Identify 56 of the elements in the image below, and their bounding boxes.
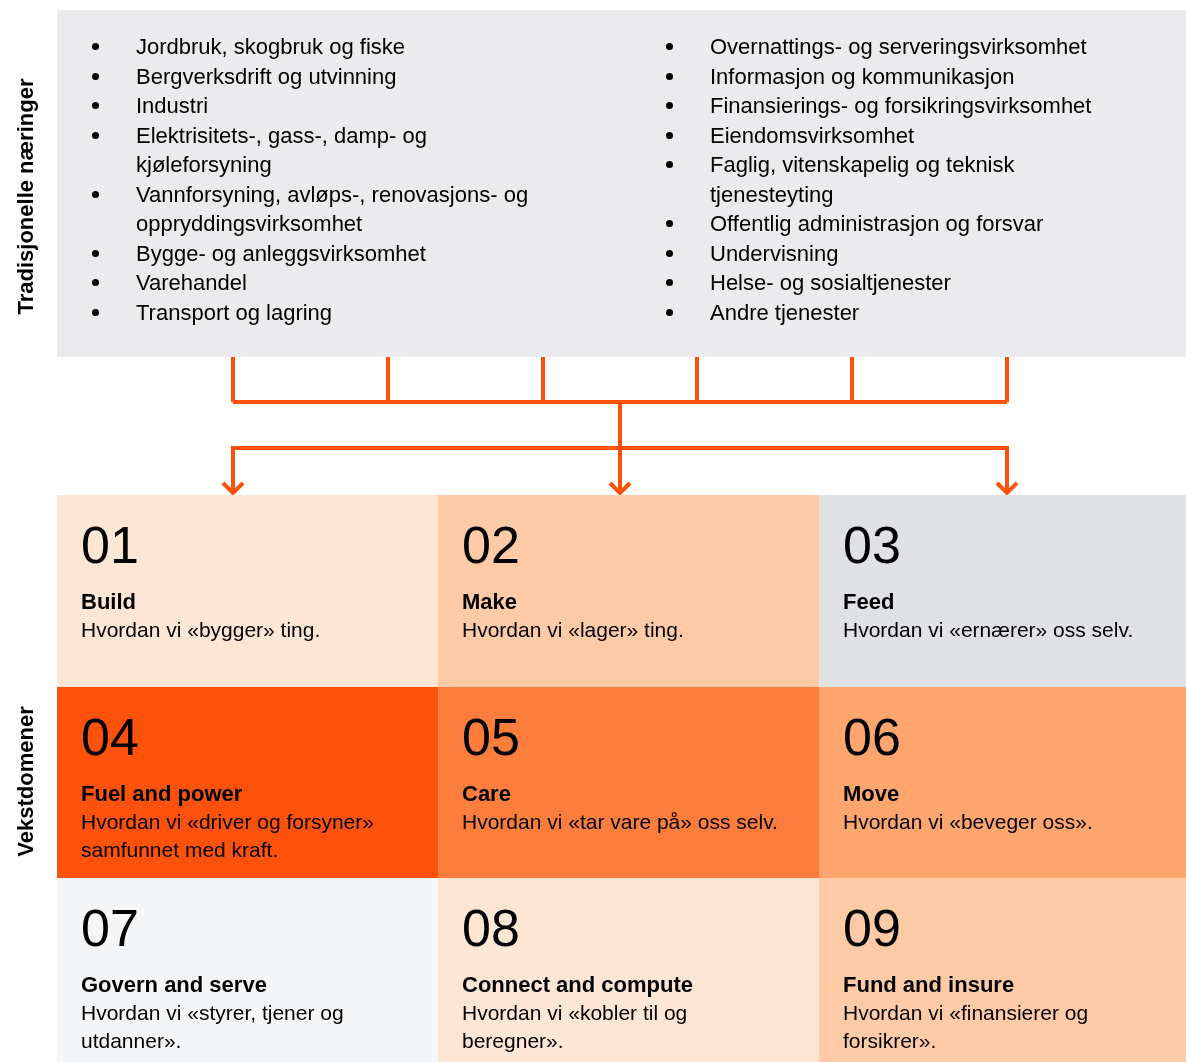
list-item: Transport og lagring xyxy=(136,298,334,327)
tile-description: Hvordan vi «finansierer og forsikrer». xyxy=(843,1000,1090,1054)
list-item: Industri xyxy=(136,92,210,120)
tile-title: Connect and compute xyxy=(462,971,694,999)
tile-description: Hvordan vi «ernærer» oss selv. xyxy=(843,617,1135,643)
side-heading: Tradisjonelle næringer xyxy=(11,77,39,317)
tile-number: 03 xyxy=(843,517,902,573)
tile-description: Hvordan vi «bygger» ting. xyxy=(81,617,322,643)
domain-tile xyxy=(438,687,819,878)
connector-comb xyxy=(231,355,1009,404)
domain-tile xyxy=(57,687,438,878)
tile-number: 01 xyxy=(81,517,140,573)
tile-description: Hvordan vi «tar vare på» oss selv. xyxy=(462,809,779,835)
list-item: Offentlig administrasjon og forsvar xyxy=(710,210,1045,238)
tile-number: 06 xyxy=(843,709,902,765)
list-item: Bygge- og anleggsvirksomhet xyxy=(136,239,427,268)
tile-title: Feed xyxy=(843,588,896,616)
domain-tile xyxy=(57,495,438,687)
list-item: Overnattings- og serveringsvirksomhet xyxy=(710,33,1088,61)
list-item: Elektrisitets-, gass-, damp- og kjøleforsyning xyxy=(136,121,428,179)
list-item: Helse- og sosialtjenester xyxy=(710,269,952,297)
tile-title: Care xyxy=(462,780,512,808)
tile-number: 08 xyxy=(462,900,521,956)
tile-title: Move xyxy=(843,780,901,808)
list-item: Informasjon og kommunikasjon xyxy=(710,62,1016,91)
tile-number: 09 xyxy=(843,900,902,956)
domain-tile xyxy=(57,878,438,1062)
list-item: Jordbruk, skogbruk og fiske xyxy=(136,33,407,61)
tile-number: 07 xyxy=(81,900,140,956)
list-item: Eiendomsvirksomhet xyxy=(710,121,916,150)
tile-description: Hvordan vi «lager» ting. xyxy=(462,617,685,643)
tile-title: Fuel and power xyxy=(81,780,244,808)
domain-tile xyxy=(438,878,819,1062)
list-item: Finansierings- og forsikringsvirksomhet xyxy=(710,92,1093,120)
domain-tile xyxy=(819,495,1186,687)
domain-tile xyxy=(438,495,819,687)
list-item: Varehandel xyxy=(136,269,248,297)
list-item: Andre tjenester xyxy=(710,298,861,327)
tile-number: 02 xyxy=(462,517,521,573)
tile-description: Hvordan vi «kobler til og beregner». xyxy=(462,1000,689,1054)
side-heading: Vekstdomener xyxy=(11,705,39,859)
domain-tile xyxy=(819,878,1186,1062)
domain-tile xyxy=(819,687,1186,878)
tile-number: 05 xyxy=(462,709,521,765)
list-item: Vannforsyning, avløps-, renovasjons- og oppryddingsvirksomhet xyxy=(136,180,530,238)
list-item: Faglig, vitenskapelig og teknisk tjenesteyting xyxy=(710,151,1016,209)
list-item: Bergverksdrift og utvinning xyxy=(136,62,398,91)
tile-title: Govern and serve xyxy=(81,971,268,999)
tile-number: 04 xyxy=(81,709,140,765)
tile-title: Fund and insure xyxy=(843,971,1016,999)
tile-title: Make xyxy=(462,588,519,616)
tile-title: Build xyxy=(81,588,137,616)
tile-description: Hvordan vi «beveger oss». xyxy=(843,809,1094,835)
tile-description: Hvordan vi «driver og forsyner» samfunnet med kraft. xyxy=(81,809,375,863)
list-item: Undervisning xyxy=(710,239,840,268)
tile-description: Hvordan vi «styrer, tjener og utdanner». xyxy=(81,1000,345,1054)
